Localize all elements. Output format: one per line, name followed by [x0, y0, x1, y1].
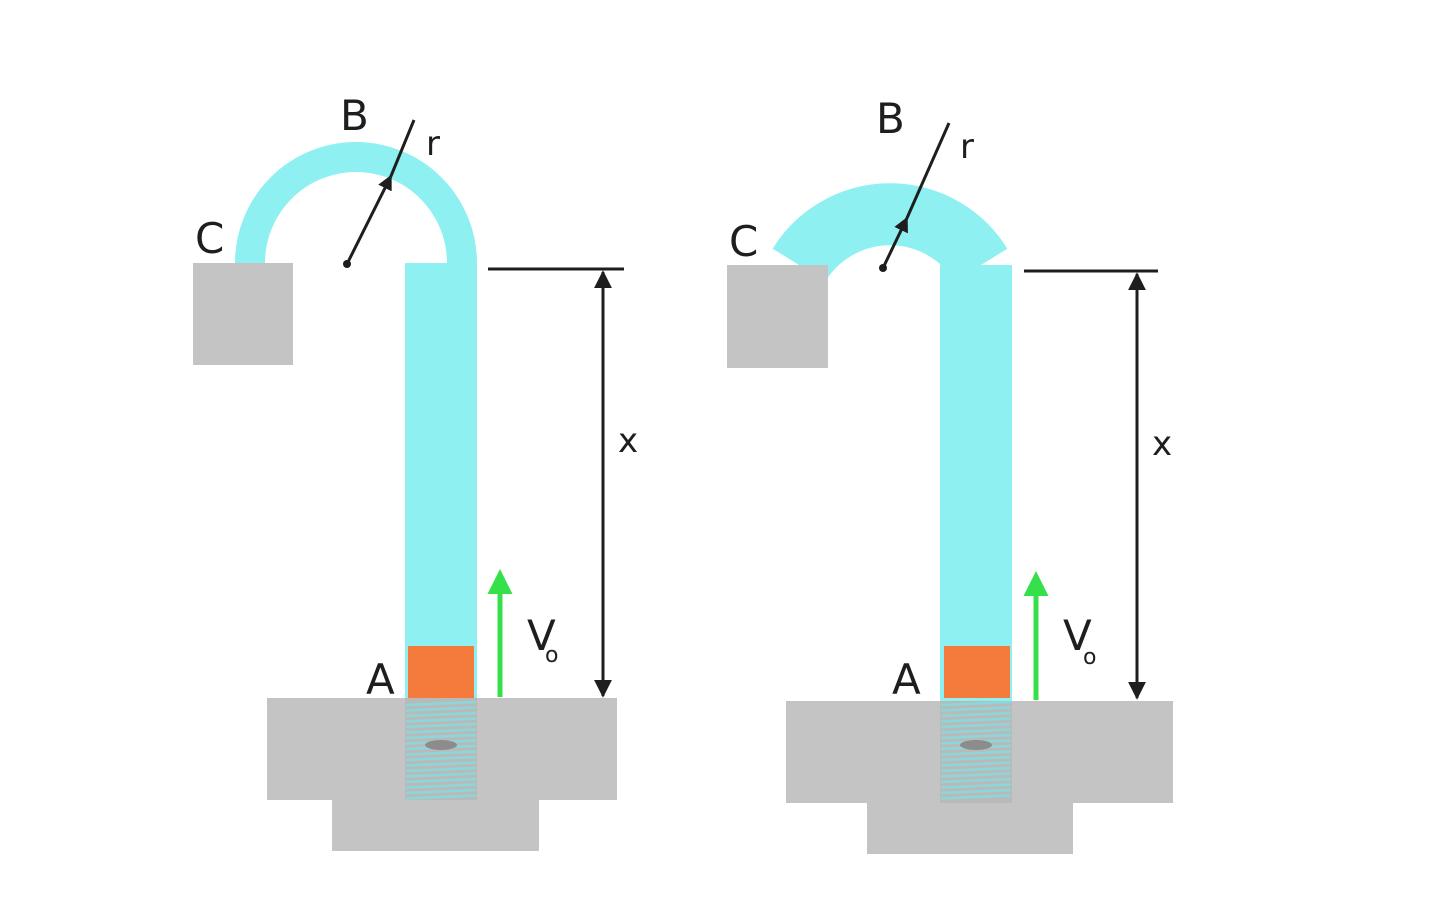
radius-arrow [881, 216, 909, 269]
spring [940, 698, 1012, 803]
spring [405, 698, 477, 800]
label-r: r [426, 124, 440, 164]
label-v-subscript: o [1083, 645, 1096, 670]
vertical-tube [940, 265, 1012, 701]
label-v: V [527, 611, 556, 660]
center-point [879, 264, 887, 272]
radius-arrow [345, 174, 393, 265]
block-c [193, 263, 293, 365]
curved-tube [235, 142, 477, 264]
ball-a [944, 646, 1010, 698]
center-point [343, 260, 351, 268]
label-b: B [876, 94, 905, 143]
vertical-tube [405, 263, 477, 698]
diagram-right: B r C x V o A [727, 94, 1173, 854]
ball-a [408, 646, 474, 698]
label-r: r [960, 127, 974, 167]
label-a: A [892, 655, 921, 704]
diagram-left: B r C x V o A [193, 91, 638, 851]
label-x: x [618, 421, 638, 461]
label-b: B [340, 91, 369, 140]
label-c: C [729, 217, 758, 266]
label-c: C [195, 214, 224, 263]
curved-tube [772, 183, 1008, 283]
label-x: x [1152, 424, 1172, 464]
label-a: A [366, 655, 395, 704]
block-c [727, 265, 828, 368]
label-v: V [1063, 611, 1092, 660]
label-v-subscript: o [545, 643, 558, 668]
